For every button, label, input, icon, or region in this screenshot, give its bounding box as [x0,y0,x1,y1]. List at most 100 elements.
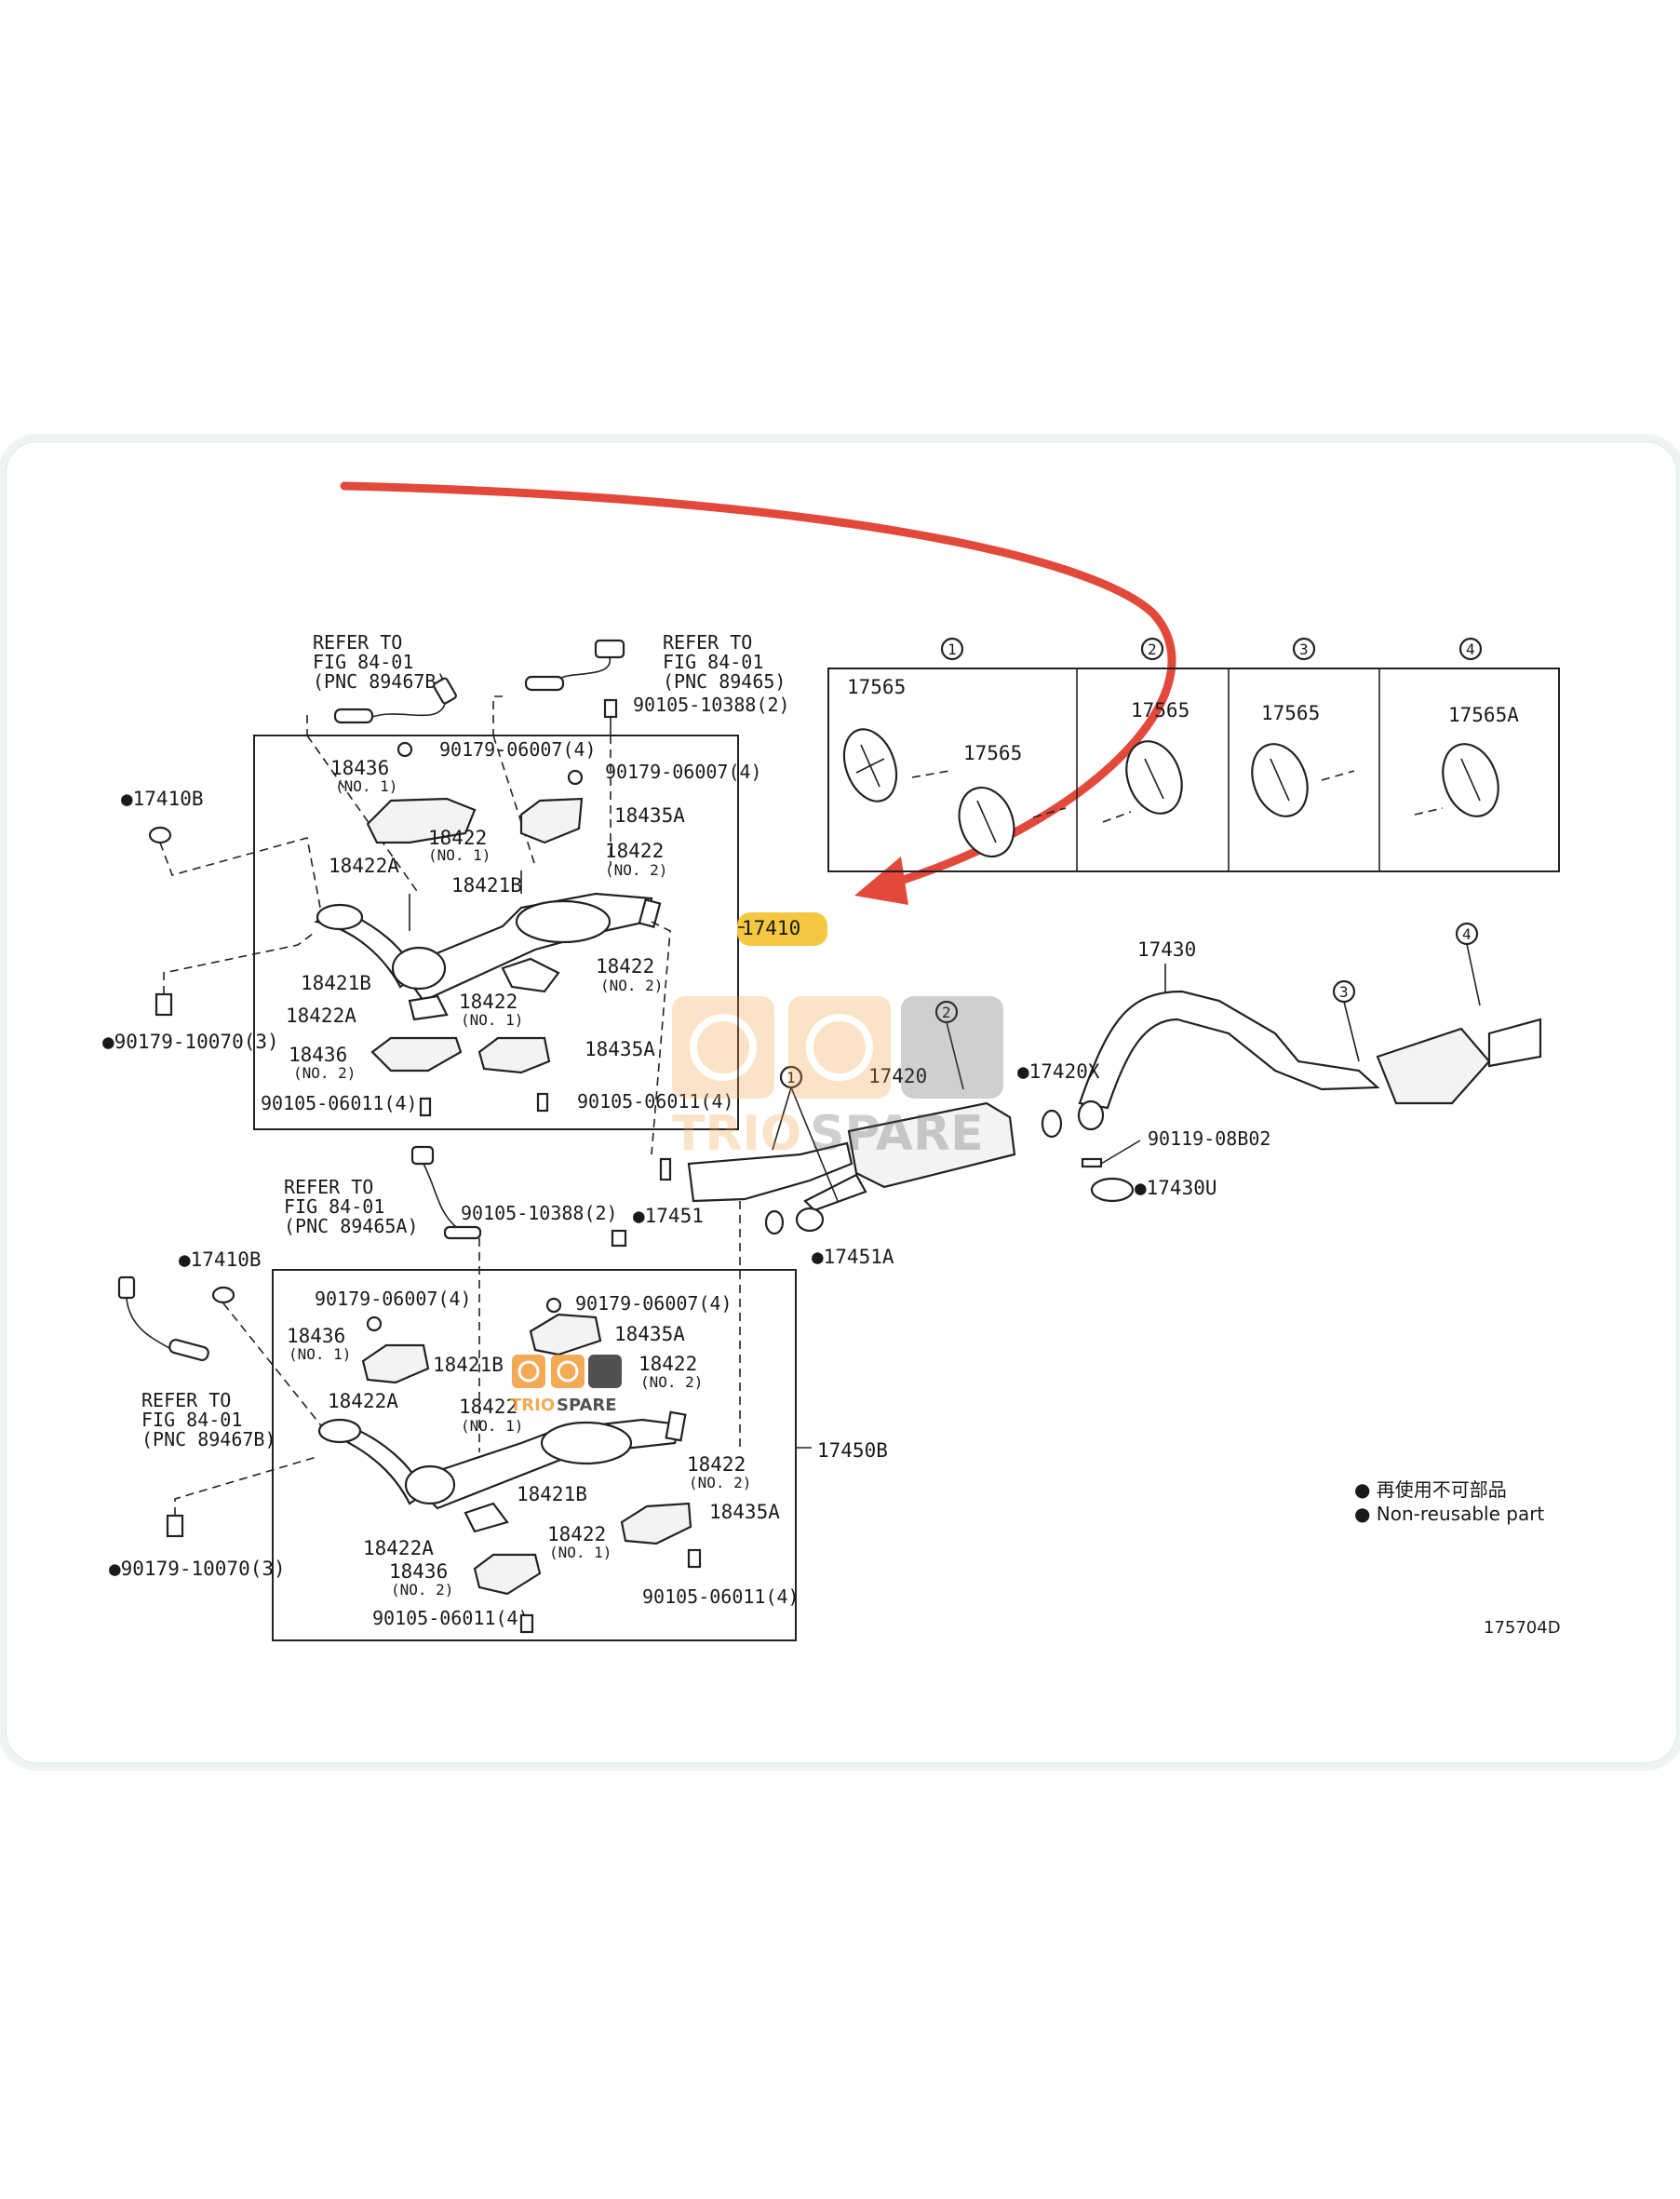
svg-text:18436: 18436 [287,1325,345,1347]
heat-shield-18435A-2-lower [620,1502,692,1545]
svg-text:90105-06011(4): 90105-06011(4) [372,1607,530,1629]
svg-text:●90179-10070(3): ●90179-10070(3) [109,1558,286,1580]
svg-text:18422: 18422 [638,1353,697,1375]
svg-text:90179-06007(4): 90179-06007(4) [575,1292,732,1315]
svg-text:18422A: 18422A [329,855,399,877]
gasket-17451A [764,1209,785,1235]
clamp-18422 [464,1502,509,1533]
clamp-ring [1077,1100,1105,1131]
svg-text:18436: 18436 [389,1560,448,1583]
heat-shield-18436-no1-lower [361,1343,430,1384]
svg-text:●90179-10070(3): ●90179-10070(3) [102,1031,279,1053]
svg-text:18422: 18422 [687,1453,746,1476]
hanger-rubber-icon [1442,743,1499,817]
hanger-rubber-icon [842,728,898,803]
dash [492,695,503,735]
hanger-rubber-icon [1251,743,1309,817]
clamp-18422A [408,994,449,1021]
svg-text:(NO. 1): (NO. 1) [461,1417,523,1435]
lower-assembly-box [272,1269,797,1641]
svg-text:REFER TO: REFER TO [284,1176,373,1198]
nut-icon [396,741,413,758]
svg-text:18422: 18422 [428,827,487,849]
dash [222,1302,336,1444]
gasket-icon [148,826,172,844]
dash [163,930,317,994]
exhaust-pipe-upper [314,892,662,1003]
svg-text:(NO. 1): (NO. 1) [289,1345,351,1363]
heat-shield-18435A-lower [529,1313,602,1356]
svg-text:18435A: 18435A [614,804,685,827]
bolt-icon [1081,1157,1103,1168]
watermark-logo-small: TRIO SPARE [510,1355,622,1415]
dash [174,1456,317,1516]
bolt-icon [536,1092,549,1113]
svg-text:●17410B: ●17410B [179,1248,262,1271]
highlight-17410 [737,912,827,946]
nut-icon [567,769,584,786]
nut-icon [155,992,173,1017]
svg-text:SPARE: SPARE [810,1106,984,1162]
svg-text:(NO. 1): (NO. 1) [549,1544,612,1561]
nut-icon [545,1297,562,1314]
label-17410: 17410 [742,917,800,939]
gasket-17420X [1041,1109,1063,1139]
svg-text:REFER TO: REFER TO [313,631,402,654]
svg-text:(PNC 89465): (PNC 89465) [663,670,786,693]
svg-text:(NO. 1): (NO. 1) [335,777,397,795]
rear-tailpipe [1078,990,1542,1110]
svg-text:18436: 18436 [289,1044,347,1066]
svg-text:18436: 18436 [330,757,389,779]
svg-text:18435A: 18435A [709,1501,780,1523]
svg-text:18422A: 18422A [363,1537,434,1559]
svg-text:4: 4 [1466,641,1475,658]
figure-code: 175704D [1484,1618,1561,1638]
dash [1321,770,1355,781]
svg-text:18435A: 18435A [614,1323,685,1345]
svg-text:17565: 17565 [1261,702,1320,724]
dash [492,735,536,867]
gasket-17451 [659,1157,672,1181]
svg-text:90179-06007(4): 90179-06007(4) [439,738,597,761]
dash [159,836,322,913]
svg-text:90105-06011(4): 90105-06011(4) [261,1092,418,1114]
svg-text:18421B: 18421B [517,1483,587,1505]
svg-text:●17451A: ●17451A [812,1246,894,1268]
svg-text:1: 1 [948,641,957,658]
table-index-4: 4 [1458,637,1483,661]
nut-icon [366,1315,383,1332]
svg-text:2: 2 [1148,641,1157,658]
svg-text:17430: 17430 [1137,938,1196,961]
svg-text:FIG 84-01: FIG 84-01 [313,651,413,673]
svg-text:(NO. 2): (NO. 2) [391,1581,453,1599]
svg-text:(NO. 2): (NO. 2) [293,1064,356,1082]
o2-sensor-top-right [524,639,625,692]
svg-text:●17430U: ●17430U [1135,1177,1217,1199]
o2-sensor-mid [410,1145,482,1240]
svg-text:FIG 84-01: FIG 84-01 [663,651,763,673]
svg-text:REFER TO: REFER TO [141,1389,231,1411]
watermark-logo-large: TRIO SPARE [672,996,1003,1162]
svg-text:4: 4 [1462,925,1472,943]
legend-jp: ● 再使用不可部品 [1354,1478,1507,1501]
svg-text:SPARE: SPARE [557,1396,617,1415]
svg-text:17565: 17565 [963,742,1022,764]
svg-text:2: 2 [942,1004,951,1021]
dash [306,735,420,895]
svg-text:18421B: 18421B [451,874,522,897]
o2-sensor-top-left [333,677,457,724]
svg-text:●17420X: ●17420X [1017,1060,1100,1083]
bolt-icon [419,1097,432,1117]
heat-shield-18435A-2 [477,1036,551,1074]
svg-text:90179-06007(4): 90179-06007(4) [315,1288,472,1310]
svg-text:FIG 84-01: FIG 84-01 [284,1195,384,1218]
table-index-2: 2 [1140,637,1164,661]
bolt-icon [603,698,618,735]
svg-text:18422: 18422 [605,840,664,862]
svg-text:18422A: 18422A [286,1005,356,1027]
svg-text:(NO. 2): (NO. 2) [605,861,667,879]
refer-top-left: REFER TO FIG 84-01 (PNC 89467B) [313,631,448,693]
callout-3: 3 [1332,979,1356,1004]
svg-text:17420: 17420 [868,1065,927,1087]
o2-sensor-bottom-left [117,1275,209,1361]
